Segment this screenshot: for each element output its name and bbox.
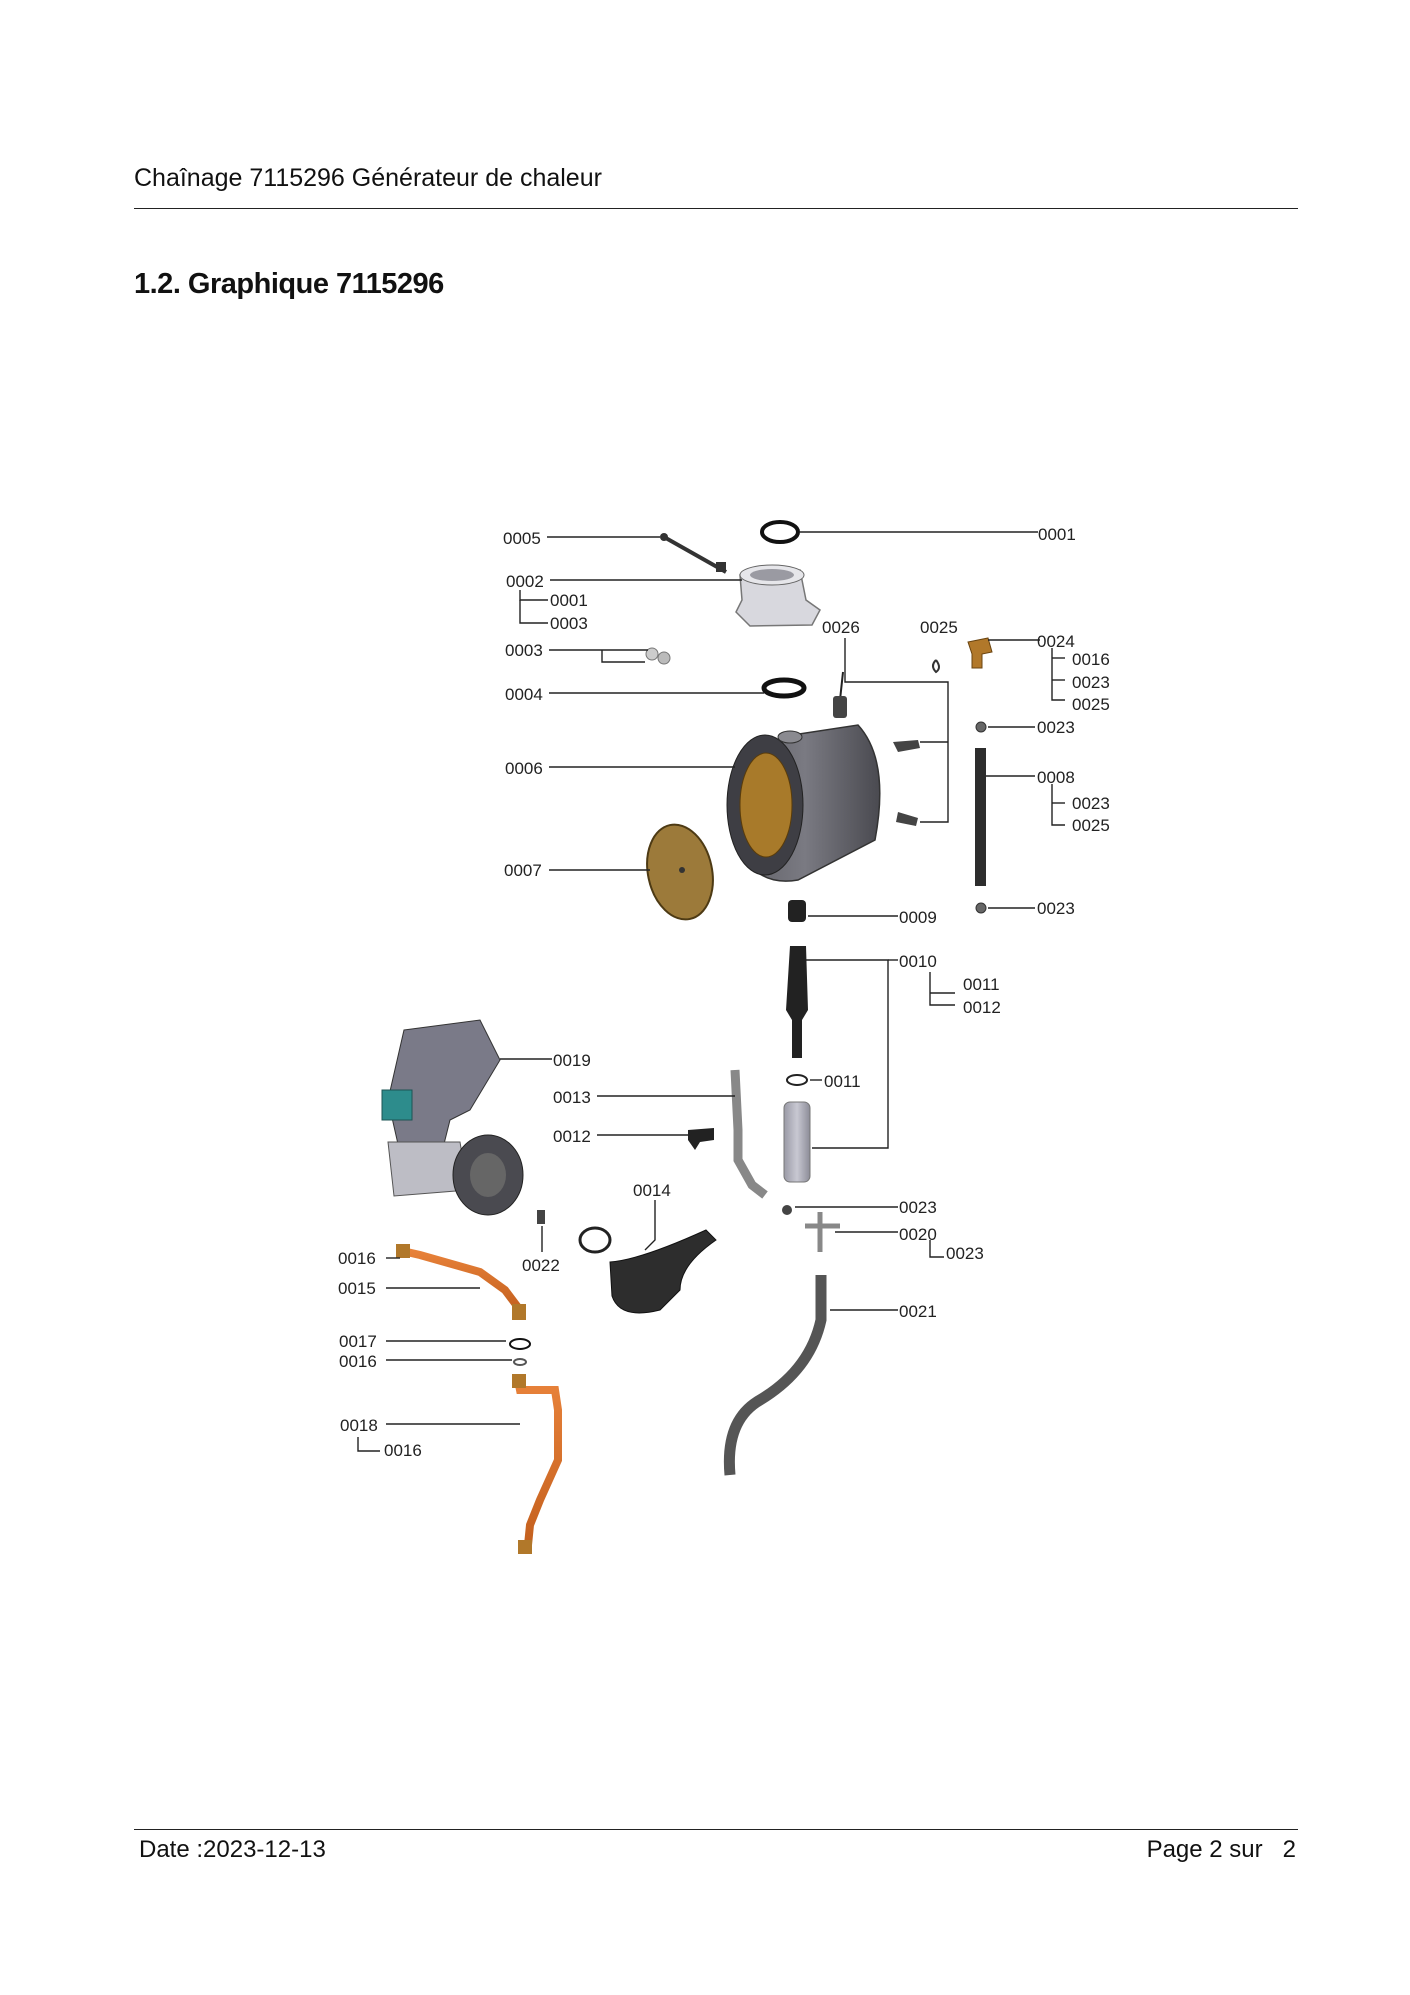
callout-label: 0003 <box>550 614 588 633</box>
callout-label: 0020 <box>899 1225 937 1244</box>
callout-label: 0007 <box>504 861 542 880</box>
callout-label: 0016 <box>338 1249 376 1268</box>
callout-label: 0024 <box>1037 632 1075 651</box>
callout-label: 0023 <box>1072 673 1110 692</box>
callout-label: 0023 <box>1037 718 1075 737</box>
callout-label: 0010 <box>899 952 937 971</box>
part-0022-nozzle <box>537 1210 545 1224</box>
leader-lines <box>357 531 1065 1452</box>
part-0014-manifold <box>609 1229 717 1314</box>
callout-label: 0008 <box>1037 768 1075 787</box>
part-0026-sensor-side <box>893 740 920 826</box>
callout-label: 0017 <box>339 1332 377 1351</box>
callout-label: 0015 <box>338 1279 376 1298</box>
footer-divider <box>134 1829 1298 1830</box>
callout-label: 0013 <box>553 1088 591 1107</box>
callout-label: 0016 <box>1072 650 1110 669</box>
callout-label: 0001 <box>550 591 588 610</box>
callout-label: 0011 <box>824 1072 861 1091</box>
part-0018-pipe <box>514 1379 562 1546</box>
callout-label: 0016 <box>339 1352 377 1371</box>
callout-label: 0023 <box>946 1244 984 1263</box>
part-0005-rod <box>660 533 727 574</box>
part-0016-nut <box>396 1244 410 1258</box>
callout-label: 0025 <box>1072 816 1110 835</box>
part-0025-clip <box>932 659 940 674</box>
callout-label: 0003 <box>505 641 543 660</box>
callout-label: 0019 <box>553 1051 591 1070</box>
callout-label: 0026 <box>822 618 860 637</box>
callout-label: 0001 <box>1038 525 1076 544</box>
part-0026-sensor <box>833 671 847 718</box>
part-0009-nut <box>788 900 806 922</box>
callout-label: 0006 <box>505 759 543 778</box>
callout-label: 0023 <box>1072 794 1110 813</box>
part-0007-burner-door <box>646 823 714 921</box>
callout-label: 0009 <box>899 908 937 927</box>
part-0010-siphon <box>786 946 808 1058</box>
part-0023-nut <box>975 721 987 733</box>
part-0014-oring <box>578 1226 612 1254</box>
part-0021-hose <box>723 1275 827 1476</box>
part-0015-pipe <box>397 1246 524 1313</box>
part-0012-bracket <box>688 1128 714 1150</box>
section-title: 1.2. Graphique 7115296 <box>134 268 444 300</box>
part-0019-fan <box>381 1019 524 1216</box>
part-0016-nut <box>512 1374 526 1388</box>
callout-label: 0005 <box>503 529 541 548</box>
part-0016-oring <box>513 1358 527 1366</box>
callout-label: 0014 <box>633 1181 671 1200</box>
part-0016-nut <box>518 1540 532 1554</box>
callout-label: 0021 <box>899 1302 937 1321</box>
callout-label: 0011 <box>963 975 1000 994</box>
footer-page-number: Page 2 sur 2 <box>1146 1836 1296 1863</box>
part-0020-tee <box>805 1212 840 1252</box>
part-0008-tube <box>975 748 986 886</box>
part-0023-nut <box>975 902 987 914</box>
part-0002-flue-adapter <box>735 564 821 627</box>
part-0001-gasket <box>760 520 800 544</box>
footer-date: Date :2023-12-13 <box>139 1836 326 1863</box>
part-0017-oring <box>509 1338 531 1350</box>
part-0024-fitting <box>967 637 993 669</box>
part-0012-siphon-cup <box>783 1101 811 1183</box>
part-0011-oring <box>786 1074 808 1086</box>
part-0013-pipe <box>730 1069 768 1199</box>
callout-label: 0012 <box>553 1127 591 1146</box>
part-0016-nut <box>512 1304 526 1320</box>
part-0006-heat-exchanger <box>726 724 881 882</box>
document-header-title: Chaînage 7115296 Générateur de chaleur <box>134 164 602 192</box>
callout-label: 0023 <box>899 1198 937 1217</box>
part-0023-nut <box>782 1205 792 1215</box>
callout-label: 0022 <box>522 1256 560 1275</box>
header-divider <box>134 208 1298 209</box>
callout-label: 0025 <box>1072 695 1110 714</box>
callout-label: 0012 <box>963 998 1001 1017</box>
callout-label: 0023 <box>1037 899 1075 918</box>
callout-label: 0004 <box>505 685 543 704</box>
callout-label: 0025 <box>920 618 958 637</box>
part-0004-gasket <box>761 677 807 699</box>
callout-label: 0016 <box>384 1441 422 1460</box>
part-0003-screw <box>645 647 671 665</box>
callout-label: 0002 <box>506 572 544 591</box>
callout-label: 0018 <box>340 1416 378 1435</box>
